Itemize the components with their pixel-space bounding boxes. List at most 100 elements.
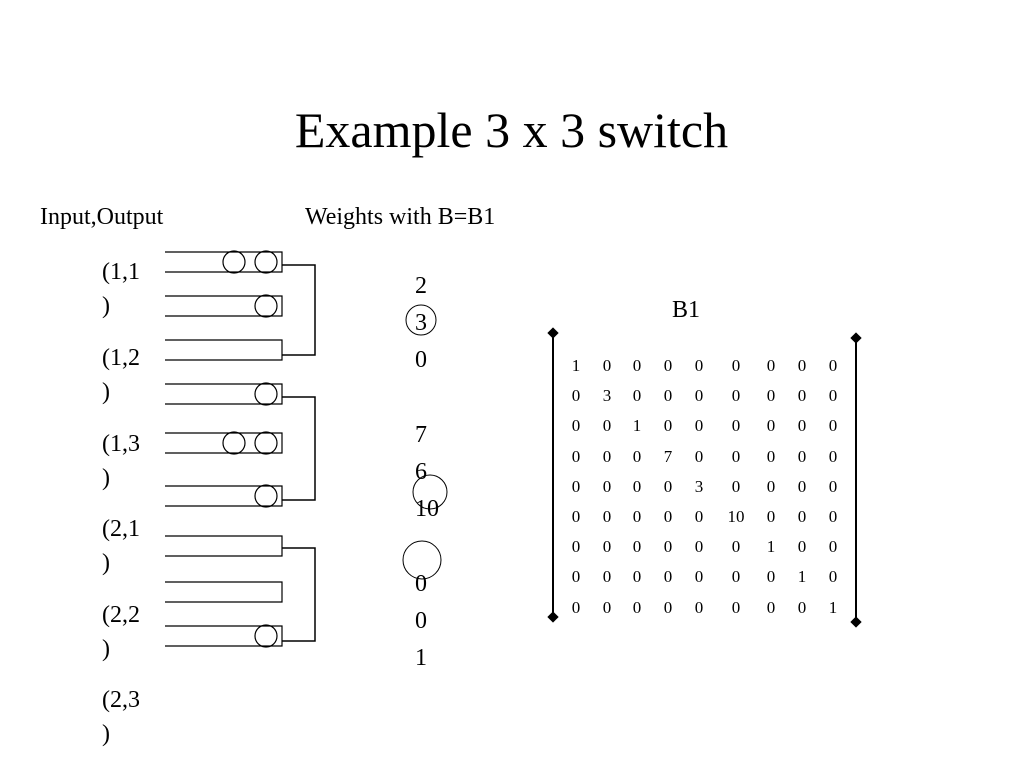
packet-cell — [222, 250, 246, 274]
matrix-cell: 0 — [694, 416, 704, 436]
queue-row — [165, 339, 283, 361]
matrix-cell: 3 — [602, 386, 612, 406]
matrix-cell: 0 — [731, 416, 741, 436]
pair-label-2-3: (2,3) — [102, 687, 140, 747]
matrix-cell: 0 — [828, 567, 838, 587]
matrix-cell: 0 — [571, 416, 581, 436]
matrix-cell: 0 — [828, 476, 838, 496]
matrix-cell: 0 — [663, 476, 673, 496]
matrix-cell: 0 — [694, 356, 704, 375]
matrix-cell: 0 — [797, 507, 807, 526]
queue-row — [165, 581, 283, 603]
switch-bracket-input-3 — [282, 547, 316, 642]
matrix-title: B1 — [672, 297, 701, 323]
selected-weight-circle — [402, 540, 442, 580]
input-output-header: Input,Output — [40, 204, 164, 230]
packet-cell — [222, 431, 246, 455]
matrix-cell: 0 — [731, 567, 741, 587]
matrix-cell: 0 — [694, 386, 704, 406]
matrix-cell: 0 — [797, 356, 807, 375]
packet-cell — [254, 484, 278, 508]
matrix-right-bracket — [850, 332, 862, 628]
matrix-cell: 0 — [731, 537, 741, 557]
queue-row — [165, 294, 283, 318]
pair-label-2-2: (2,2) — [102, 602, 140, 662]
matrix-cell: 0 — [571, 446, 581, 466]
matrix-cell: 0 — [632, 356, 642, 375]
matrix-cell: 0 — [828, 507, 838, 526]
matrix-cell: 0 — [766, 416, 776, 436]
packet-cell — [254, 382, 278, 406]
matrix-cell: 0 — [663, 356, 673, 375]
queue-row — [165, 535, 283, 557]
pair-label-2-1: (2,1) — [102, 516, 140, 576]
switch-bracket-input-2 — [282, 396, 316, 501]
queue-row — [165, 431, 283, 455]
matrix-cell: 0 — [663, 567, 673, 587]
matrix-cell: 0 — [828, 416, 838, 436]
matrix-cell: 0 — [731, 356, 741, 375]
packet-cell — [254, 431, 278, 455]
pair-label-1-1: (1,1) — [102, 259, 140, 319]
matrix-cell: 0 — [828, 386, 838, 406]
matrix-cell: 3 — [694, 476, 704, 496]
matrix-cell: 0 — [602, 507, 612, 526]
matrix-cell: 1 — [828, 597, 838, 617]
weight-value: 2 — [415, 273, 427, 299]
weight-value: 1 — [415, 645, 427, 671]
queue-row — [165, 624, 283, 648]
matrix-cell: 1 — [571, 356, 581, 375]
weight-value: 0 — [415, 347, 427, 373]
matrix-cell: 0 — [571, 567, 581, 587]
matrix-cell: 0 — [602, 597, 612, 617]
matrix-cell: 10 — [727, 507, 745, 526]
matrix-cell: 0 — [797, 446, 807, 466]
matrix-cell: 0 — [602, 567, 612, 587]
matrix-cell: 0 — [694, 597, 704, 617]
slide-title: Example 3 x 3 switch — [294, 102, 729, 158]
matrix-cell: 0 — [694, 446, 704, 466]
weight-value: 7 — [415, 422, 427, 448]
queue-row — [165, 250, 283, 274]
matrix-cell: 0 — [602, 476, 612, 496]
matrix-cell: 0 — [663, 507, 673, 526]
matrix-cell: 0 — [602, 446, 612, 466]
queue-row — [165, 382, 283, 406]
input-queues — [165, 250, 283, 648]
matrix-cell: 0 — [797, 537, 807, 557]
matrix-cell: 0 — [766, 567, 776, 587]
matrix-cell: 0 — [797, 416, 807, 436]
weight-value: 3 — [415, 310, 427, 336]
matrix-cell: 0 — [828, 356, 838, 375]
pair-label-1-2: (1,2) — [102, 345, 140, 405]
weight-value: 6 — [415, 459, 427, 485]
matrix-cell: 7 — [663, 446, 673, 466]
matrix-cell: 0 — [766, 356, 776, 375]
matrix-cell: 0 — [663, 386, 673, 406]
selected-weight-circle — [405, 304, 437, 336]
matrix-cell: 0 — [632, 507, 642, 526]
matrix-cell: 0 — [602, 356, 612, 375]
matrix-cell: 0 — [632, 537, 642, 557]
packet-cell — [254, 250, 278, 274]
weight-value: 0 — [415, 608, 427, 634]
switch-bracket-input-1 — [282, 264, 316, 356]
matrix-cell: 0 — [731, 386, 741, 406]
matrix-cell: 0 — [694, 507, 704, 526]
matrix-cell: 0 — [694, 567, 704, 587]
matrix-cell: 1 — [797, 567, 807, 587]
matrix-cell: 0 — [571, 537, 581, 557]
selected-weight-circle — [412, 474, 448, 510]
packet-cell — [254, 624, 278, 648]
matrix-cell: 0 — [632, 597, 642, 617]
matrix-cell: 0 — [632, 386, 642, 406]
pair-label-1-3: (1,3) — [102, 431, 140, 491]
matrix-cell: 0 — [828, 537, 838, 557]
matrix-cell: 0 — [731, 597, 741, 617]
packet-cell — [254, 294, 278, 318]
matrix-cell: 0 — [632, 446, 642, 466]
matrix-cell: 0 — [766, 507, 776, 526]
matrix-cell: 0 — [797, 597, 807, 617]
matrix-cell: 0 — [694, 537, 704, 557]
